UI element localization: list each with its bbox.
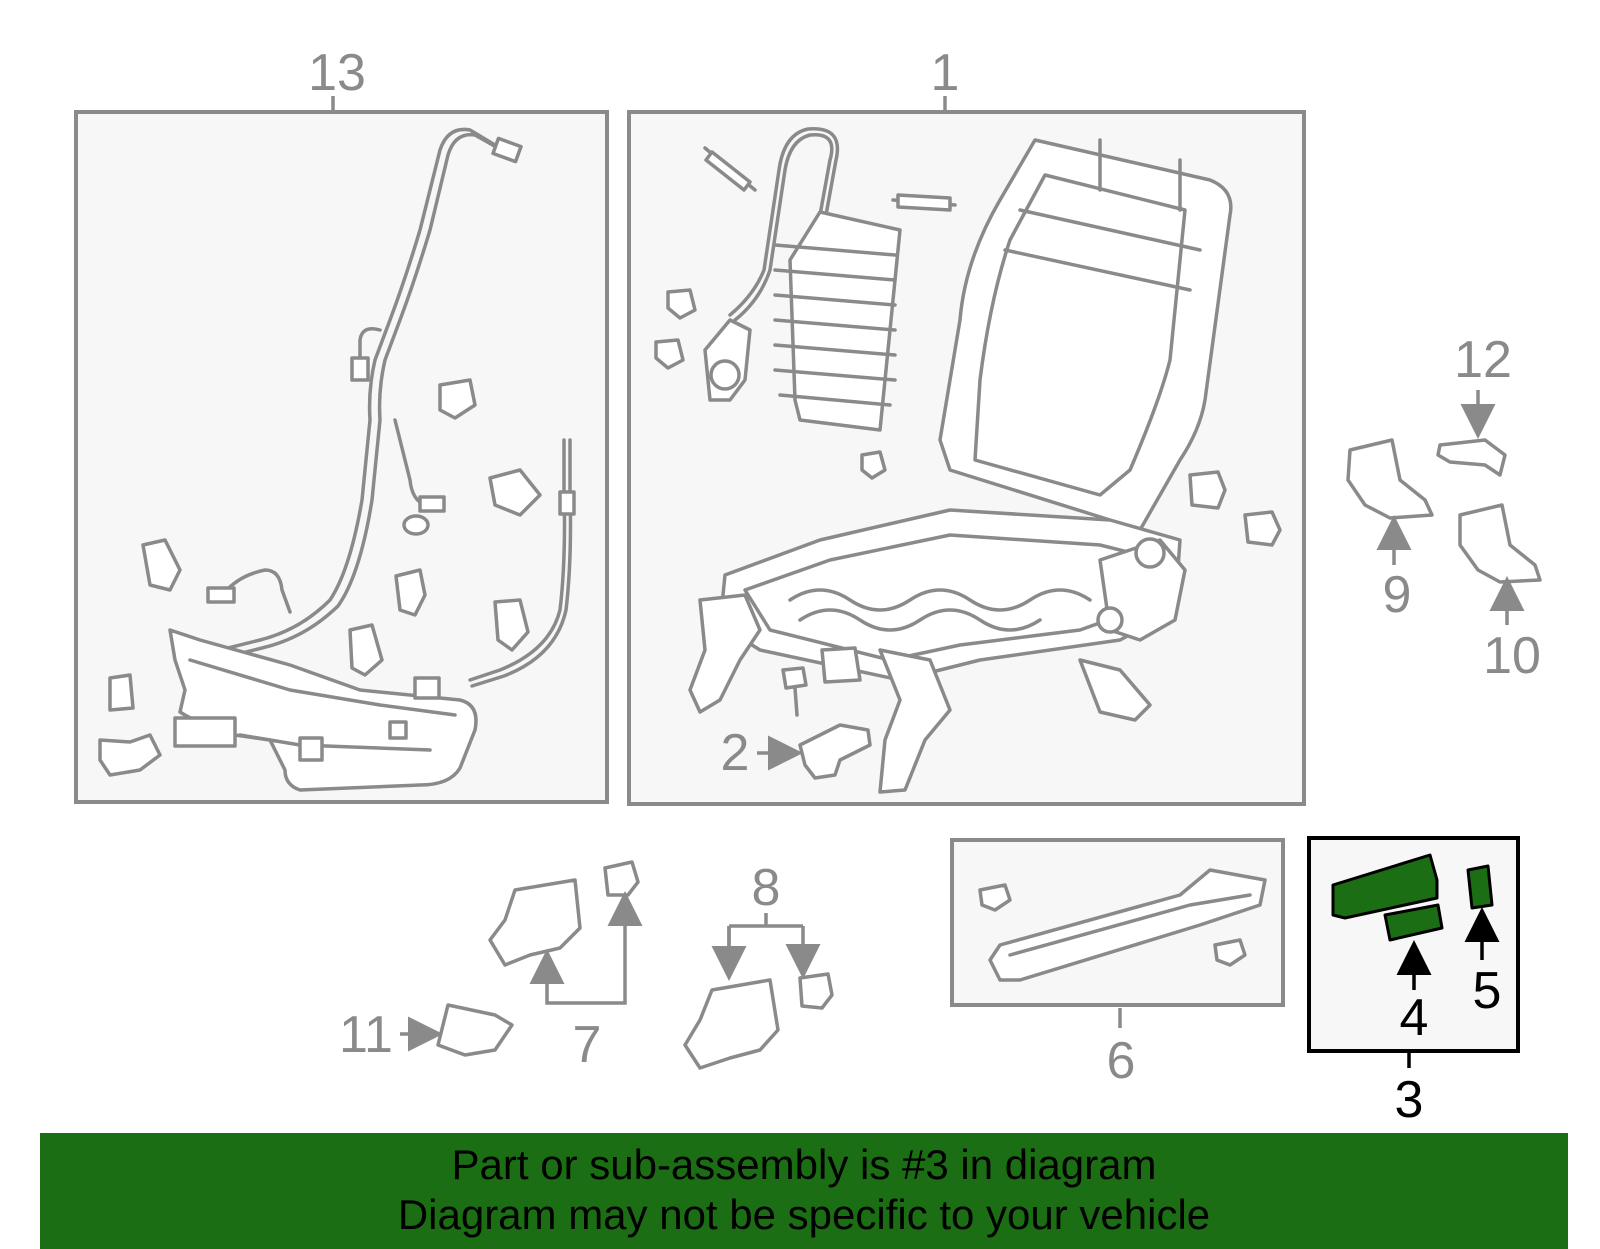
part-12-cover [1436,438,1507,477]
part-5-highlighted-piece [1466,864,1494,910]
callout-13: 13 [308,44,366,102]
part-6-group[interactable]: 6 [950,838,1285,1090]
part-13-wire-harness-group[interactable]: 13 [74,44,609,804]
part-8-clip [798,972,834,1010]
part-2-bracket [798,723,872,780]
part-7-cover [488,878,582,967]
callout-1: 1 [931,44,960,102]
callout-8: 8 [752,859,781,917]
callout-5: 5 [1473,962,1502,1020]
part-11-trim [436,1003,514,1057]
part-12-group[interactable]: 12 [1436,331,1512,477]
part-3-group[interactable]: 4 5 3 [1307,836,1520,1129]
part-6-drawing [978,868,1267,982]
part-2-group[interactable]: 2 [721,723,872,782]
part-11-group[interactable]: 11 [339,1003,514,1064]
part-9-cover [1346,438,1434,520]
banner-line-1: Part or sub-assembly is #3 in diagram [451,1141,1157,1188]
info-banner: Part or sub-assembly is #3 in diagram Di… [40,1133,1568,1249]
callout-2: 2 [721,724,750,782]
part-8-group[interactable]: 8 [683,859,834,1070]
part-10-cover [1458,503,1542,584]
part-1-seat-frame-group[interactable]: 1 [627,44,1306,806]
seat-frame-drawing [654,127,1282,794]
callout-9: 9 [1383,566,1412,624]
part-13-box [74,110,609,804]
callout-7: 7 [573,1016,602,1074]
part-10-group[interactable]: 10 [1458,503,1542,685]
wire-harness-drawing [98,127,576,792]
part-9-group[interactable]: 9 [1346,438,1434,624]
callout-11: 11 [339,1006,393,1064]
part-8-cover [683,978,780,1070]
callout-4: 4 [1400,989,1429,1047]
part-4-highlighted-piece [1383,903,1444,942]
part-7-clip [603,860,640,897]
callout-12: 12 [1454,331,1512,389]
callout-3: 3 [1395,1071,1424,1129]
callout-10: 10 [1483,627,1541,685]
banner-line-2: Diagram may not be specific to your vehi… [397,1191,1211,1238]
part-3-highlighted-assembly [1331,853,1439,920]
callout-6: 6 [1107,1032,1136,1090]
part-7-group[interactable]: 7 [488,860,643,1074]
